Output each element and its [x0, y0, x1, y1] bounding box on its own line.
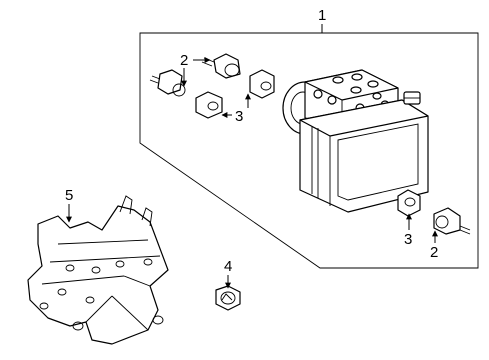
- mounting-bracket: [27, 195, 169, 345]
- callout-2-lower-label: 2: [430, 244, 438, 261]
- connector-bolt-lower: [433, 207, 471, 235]
- insulator-lower: [397, 189, 421, 217]
- callout-1-label: 1: [318, 7, 326, 24]
- abs-actuator-unit: [282, 69, 429, 213]
- connector-bolt-upper: [149, 69, 186, 97]
- callout-4-label: 4: [224, 258, 232, 275]
- callout-3-upper-label: 3: [235, 108, 243, 125]
- grommet: [215, 285, 241, 311]
- insulator-upper-a: [195, 91, 223, 119]
- insulator-upper-b: [249, 69, 275, 99]
- callout-2-upper-label: 2: [180, 52, 188, 69]
- callout-5-label: 5: [65, 187, 73, 204]
- assembly-panel-outline: [139, 32, 479, 269]
- connector-bolt-upper-2: [201, 53, 241, 79]
- callout-3-lower-label: 3: [404, 231, 412, 248]
